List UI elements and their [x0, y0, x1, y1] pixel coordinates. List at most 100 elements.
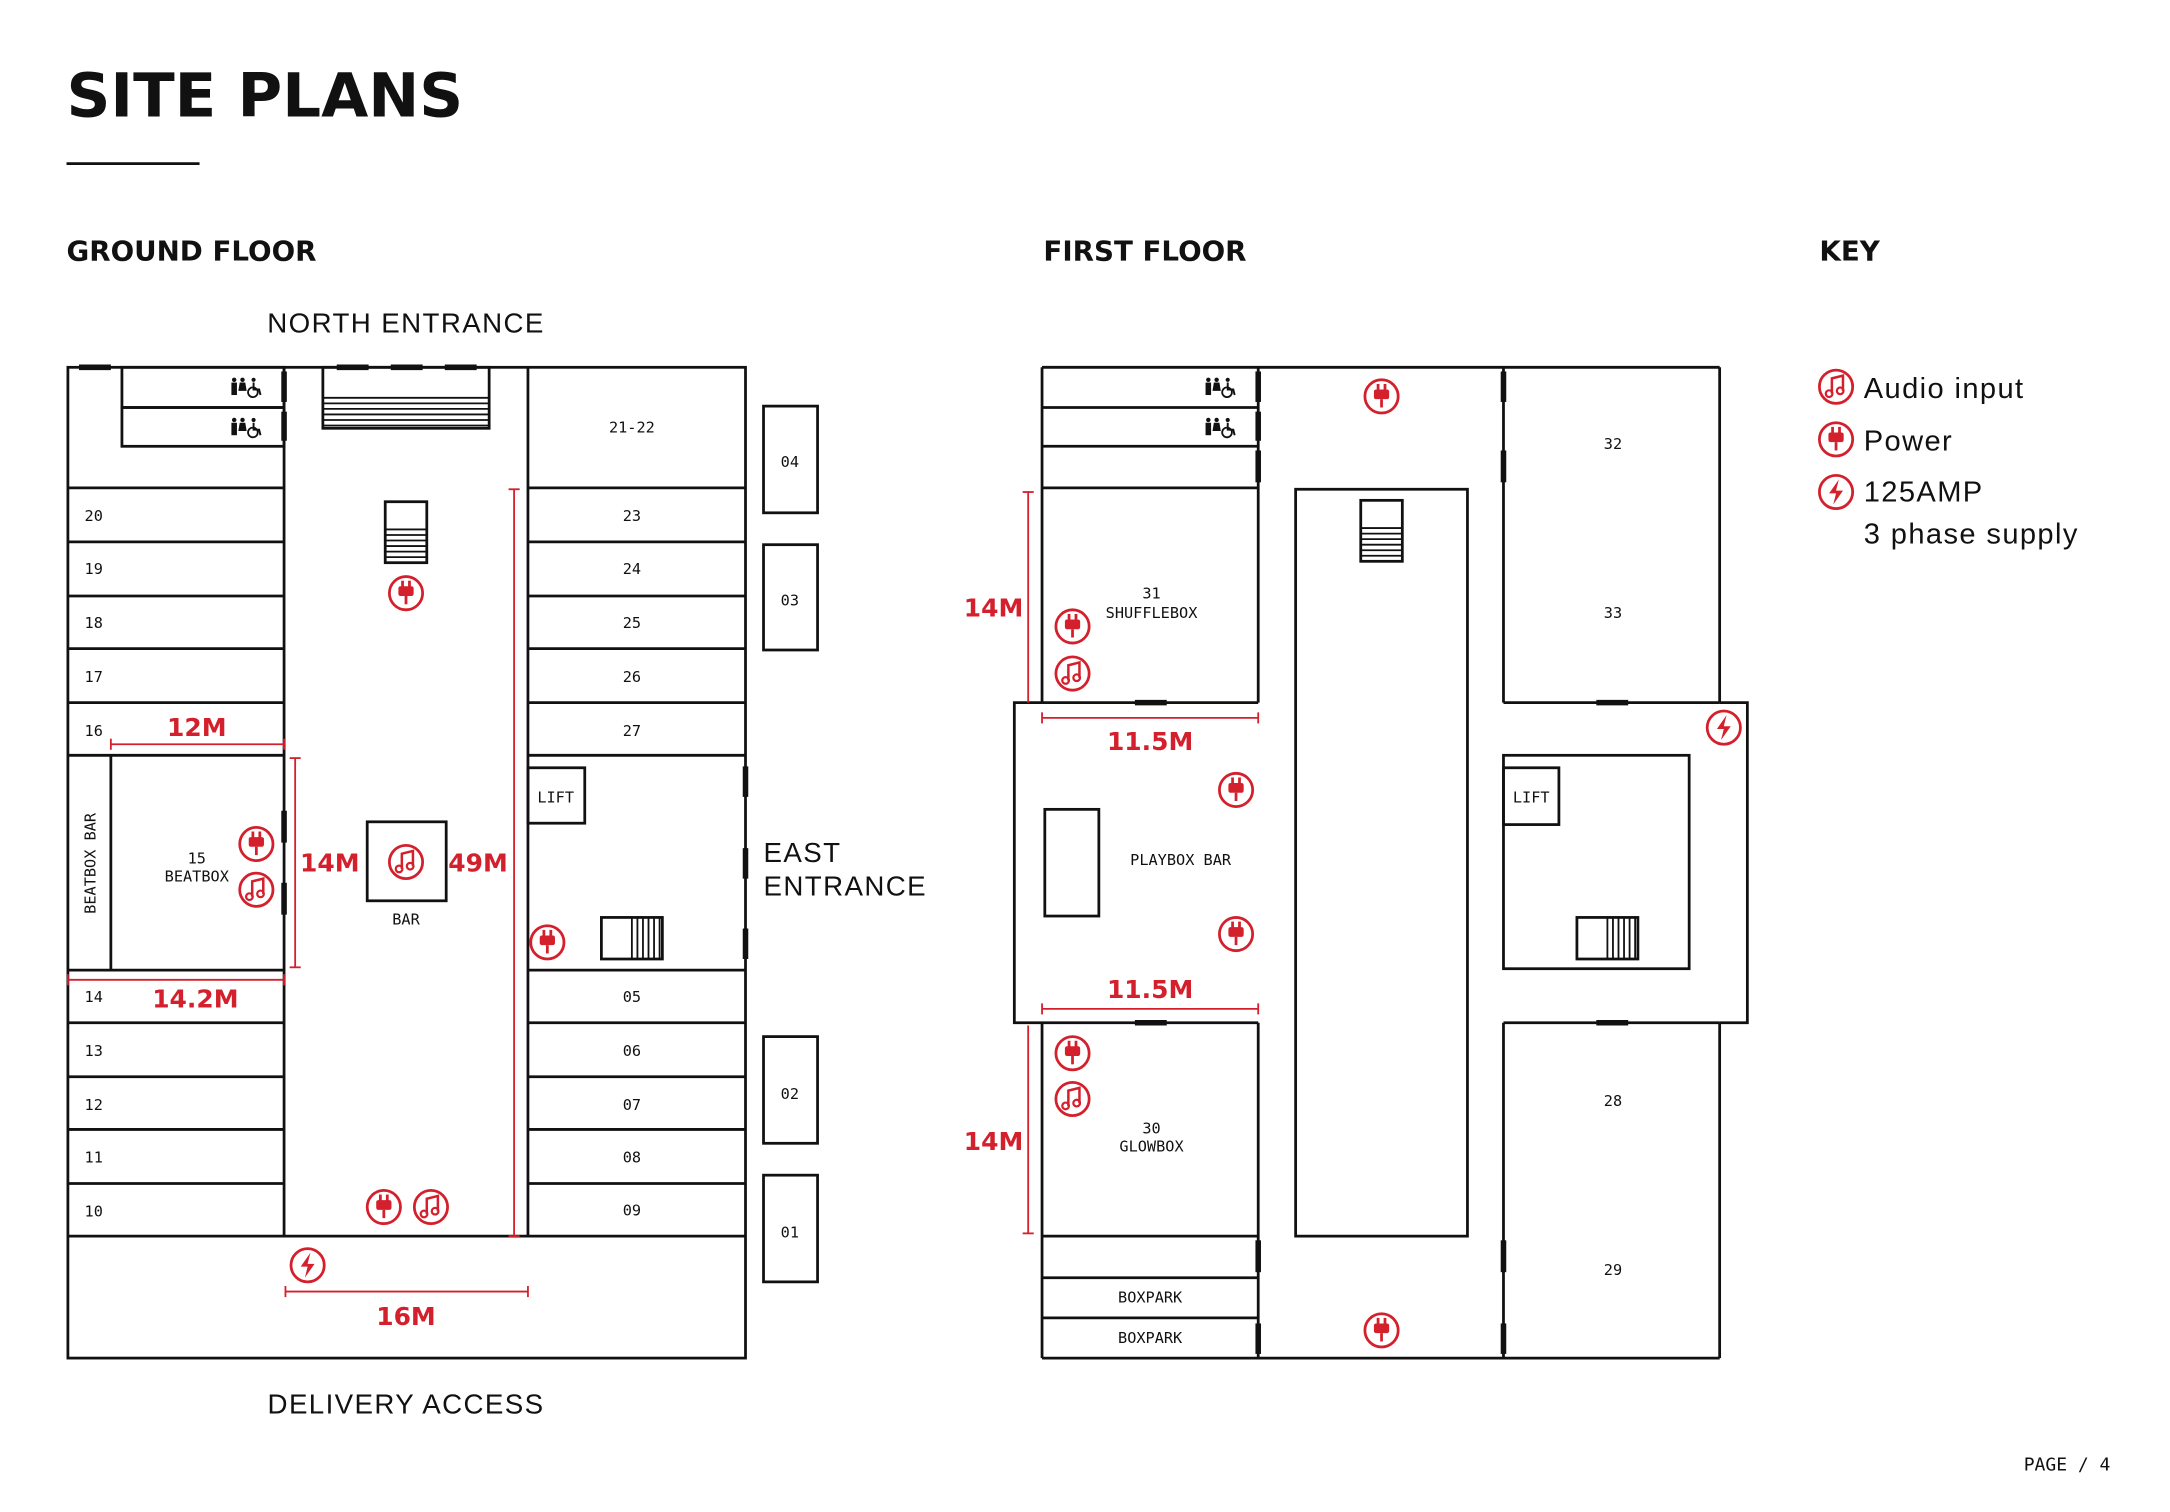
- unit-08: 08: [623, 1149, 641, 1167]
- power-icon: [238, 825, 275, 863]
- ground-dimension-labels: 12M 14M 49M 14.2M 16M: [152, 713, 508, 1331]
- unit-11: 11: [85, 1149, 103, 1167]
- unit-14: 14: [85, 988, 103, 1006]
- dim-11-5m-top: 11.5M: [1107, 727, 1193, 756]
- key-power-label: Power: [1864, 425, 1953, 457]
- first-stairs-hatching: [1360, 527, 1637, 960]
- bolt-icon: [1818, 474, 1855, 511]
- ground-dimension-lines: [66, 488, 529, 1298]
- power-icon: [1818, 421, 1855, 458]
- unit-24: 24: [623, 560, 641, 578]
- unit-17: 17: [85, 668, 103, 686]
- audio-input-icon: [1054, 655, 1091, 692]
- ground-unit-labels: 20 19 18 17 16 14 13 12 11 10 21-22 23 2…: [82, 418, 799, 1241]
- power-icon: [1363, 378, 1400, 415]
- ground-toilet-icon-2: [230, 416, 262, 439]
- page-title: SITE PLANS: [67, 61, 464, 132]
- power-icon: [1054, 608, 1091, 645]
- unit-33: 33: [1604, 604, 1622, 622]
- bar-label: BAR: [392, 910, 420, 928]
- audio-input-icon: [238, 871, 275, 908]
- ground-stairs-hatching: [322, 396, 661, 960]
- bolt-icon: [1705, 709, 1742, 746]
- power-icon: [365, 1189, 402, 1226]
- unit-01: 01: [781, 1224, 799, 1242]
- glowbox-name: GLOWBOX: [1119, 1138, 1184, 1156]
- shufflebox-number: 31: [1142, 585, 1160, 603]
- power-icon: [1054, 1035, 1091, 1072]
- unit-06: 06: [623, 1042, 641, 1060]
- audio-input-icon: [412, 1189, 449, 1226]
- beatbox-bar-label: BEATBOX BAR: [82, 812, 100, 914]
- power-icon: [1363, 1312, 1400, 1349]
- unit-29: 29: [1604, 1261, 1622, 1279]
- first-dimension-labels: 14M 11.5M 11.5M 14M: [964, 594, 1194, 1156]
- unit-25: 25: [623, 614, 641, 632]
- boxpark-label-1: BOXPARK: [1118, 1289, 1183, 1307]
- dim-14-2m: 14.2M: [152, 985, 238, 1014]
- unit-03: 03: [781, 592, 799, 610]
- unit-07: 07: [623, 1096, 641, 1114]
- shufflebox-name: SHUFFLEBOX: [1106, 604, 1199, 622]
- dim-14m-first-bottom: 14M: [964, 1127, 1024, 1156]
- beatbox-number: 15: [188, 849, 206, 867]
- first-toilet-icon-2: [1204, 416, 1236, 439]
- unit-28: 28: [1604, 1092, 1622, 1110]
- key-125amp-label: 125AMP: [1864, 477, 1984, 509]
- audio-input-icon: [387, 843, 425, 881]
- glowbox-number: 30: [1142, 1120, 1160, 1138]
- ground-floor-plan: [66, 365, 819, 1360]
- unit-23: 23: [623, 507, 641, 525]
- first-lift-label: LIFT: [1513, 788, 1550, 806]
- key-heading: KEY: [1819, 235, 1880, 268]
- power-icon: [529, 924, 566, 961]
- first-floor-heading: FIRST FLOOR: [1043, 235, 1246, 268]
- page-number: PAGE / 4: [2024, 1454, 2111, 1475]
- unit-26: 26: [623, 668, 641, 686]
- first-door-marks: [1134, 371, 1629, 1354]
- dim-14m-first-top: 14M: [964, 594, 1024, 623]
- unit-12: 12: [85, 1096, 103, 1114]
- ground-lift-label: LIFT: [537, 788, 574, 806]
- unit-32: 32: [1604, 435, 1622, 453]
- east-entrance-label-2: ENTRANCE: [764, 870, 927, 901]
- playbox-bar-label: PLAYBOX BAR: [1130, 851, 1232, 869]
- unit-27: 27: [623, 722, 641, 740]
- key-3phase-label: 3 phase supply: [1864, 518, 2079, 550]
- dim-16m: 16M: [376, 1302, 436, 1331]
- unit-10: 10: [85, 1203, 103, 1221]
- unit-04: 04: [781, 453, 799, 471]
- power-icon: [1218, 771, 1255, 808]
- boxpark-label-2: BOXPARK: [1118, 1329, 1183, 1347]
- audio-input-icon: [1818, 368, 1855, 405]
- key-audio-label: Audio input: [1864, 373, 2025, 405]
- dim-11-5m-bottom: 11.5M: [1107, 975, 1193, 1004]
- dim-12m: 12M: [167, 713, 227, 742]
- unit-21-22: 21-22: [609, 418, 655, 436]
- audio-input-icon: [1054, 1080, 1091, 1117]
- unit-16: 16: [85, 722, 103, 740]
- delivery-access-label: DELIVERY ACCESS: [268, 1389, 545, 1420]
- dim-49m: 49M: [448, 849, 508, 878]
- unit-18: 18: [85, 614, 103, 632]
- east-entrance-label-1: EAST: [764, 837, 842, 868]
- unit-05: 05: [623, 988, 641, 1006]
- beatbox-name: BEATBOX: [165, 867, 230, 885]
- ground-door-marks: [78, 364, 749, 960]
- ground-toilet-icon-1: [230, 376, 262, 399]
- bolt-icon: [289, 1247, 326, 1284]
- unit-02: 02: [781, 1085, 799, 1103]
- ground-floor-heading: GROUND FLOOR: [67, 235, 317, 268]
- first-toilet-icon-1: [1204, 376, 1236, 399]
- first-unit-labels: 31 SHUFFLEBOX PLAYBOX BAR 30 GLOWBOX BOX…: [1106, 435, 1622, 1347]
- dim-14m-ground: 14M: [300, 849, 360, 878]
- unit-13: 13: [85, 1042, 103, 1060]
- unit-20: 20: [85, 507, 103, 525]
- north-entrance-label: NORTH ENTRANCE: [267, 308, 544, 339]
- first-floor-plan: [1012, 365, 1749, 1360]
- unit-19: 19: [85, 560, 103, 578]
- unit-09: 09: [623, 1201, 641, 1219]
- power-icon: [1218, 916, 1255, 953]
- first-dimension-lines: [1022, 491, 1260, 1235]
- key-labels: Audio input Power 125AMP 3 phase supply: [1864, 373, 2079, 550]
